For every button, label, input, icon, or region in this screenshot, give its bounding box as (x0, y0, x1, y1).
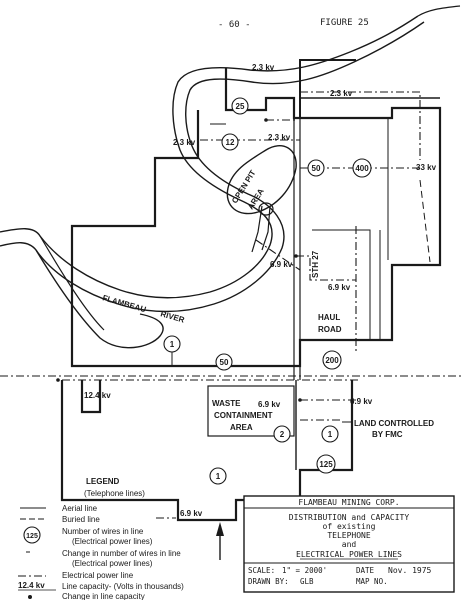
property-boundary (224, 68, 442, 368)
telephone-lines (171, 118, 389, 366)
map-no-label: MAP NO. (356, 577, 388, 586)
river-channel (39, 235, 105, 331)
page-number: - 60 - (218, 20, 251, 30)
buried-line (419, 179, 431, 263)
wire-count: 1 (328, 430, 333, 439)
wire-count: 400 (355, 164, 369, 173)
kv-label: 2.3 kv (173, 138, 196, 147)
kv-label: 6.9 kv (270, 260, 293, 269)
kv-label: 6.9 kv (350, 397, 373, 406)
legend-wire-circle (23, 526, 41, 544)
kv-label: 2.3 kv (330, 89, 353, 98)
waste-label-2: CONTAINMENT (214, 411, 273, 420)
wire-count: 12 (226, 138, 235, 147)
haul-road-label: HAUL (318, 313, 340, 322)
scale-label: SCALE: (248, 566, 275, 575)
kv-label: 2.3 kv (252, 63, 275, 72)
date-label: DATE (356, 566, 375, 575)
wire-count: 25 (236, 102, 245, 111)
river-label-2: RIVER (159, 309, 185, 324)
title-company: FLAMBEAU MINING CORP. (298, 498, 399, 507)
wire-count: 1 (216, 472, 221, 481)
legend-capacity: Line capacity- (Volts in thousands) (62, 582, 184, 591)
legend-change-wires: Change in number of wires in line (62, 549, 181, 558)
wire-count: 2 (280, 430, 285, 439)
legend-wire-sample: 125 (26, 533, 38, 540)
legend-wires-note: (Electrical power lines) (72, 537, 153, 546)
property-boundary-west (70, 110, 242, 368)
drawn-label: DRAWN BY: (248, 577, 289, 586)
kv-label: 6.9 kv (258, 400, 281, 409)
legend-capacity-change: Change in line capacity (62, 592, 145, 600)
land-label-2: BY FMC (372, 430, 403, 439)
boundary-notch (80, 380, 102, 414)
waste-label: WASTE (212, 399, 241, 408)
wire-count: 200 (325, 356, 339, 365)
title-line4: and (342, 540, 357, 549)
land-label: LAND CONTROLLED (354, 419, 434, 428)
figure-label: FIGURE 25 (320, 18, 369, 28)
legend-wires: Number of wires in line (62, 527, 144, 536)
scale-value: 1" = 2000' (282, 566, 327, 575)
waste-area-box (207, 385, 295, 437)
legend-change-note: (Electrical power lines) (72, 559, 153, 568)
wire-count: 1 (170, 340, 175, 349)
wire-count-markers (163, 97, 372, 485)
title-line3: TELEPHONE (327, 531, 371, 540)
river-label: FLAMBEAU (101, 293, 147, 314)
highway-label: STH 27 (311, 250, 320, 278)
waste-label-3: AREA (230, 423, 253, 432)
date-value: Nov. 1975 (388, 566, 432, 575)
title-line5: ELECTRICAL POWER LINES (296, 550, 402, 559)
kv-label: 33 kv (416, 163, 437, 172)
wire-count: 125 (319, 460, 333, 469)
kv-label: 12.4 kv (84, 391, 111, 400)
drawn-value: GLB (300, 577, 314, 586)
river-upper (0, 15, 419, 299)
legend-power: Electrical power line (62, 571, 134, 580)
title-block (243, 495, 455, 593)
wire-count: 50 (220, 358, 229, 367)
kv-label: 2.3 kv (268, 133, 291, 142)
legend-capacity-sample: 12.4 kv (18, 581, 45, 590)
haul-road-label-2: ROAD (318, 325, 342, 334)
wire-count: 50 (312, 164, 321, 173)
open-pit-area-label: AREA (246, 187, 266, 211)
legend-subtitle: (Telephone lines) (84, 489, 145, 498)
legend-change-dot (28, 595, 32, 599)
north-arrow-icon (216, 522, 224, 536)
river-mouth (35, 249, 164, 349)
river-east (417, 5, 461, 17)
legend-buried: Buried line (62, 515, 100, 524)
kv-label: 6.9 kv (328, 283, 351, 292)
legend-title: LEGEND (86, 477, 120, 486)
legend-aerial: Aerial line (62, 504, 98, 513)
title-line2: of existing (323, 522, 376, 531)
capacity-change-dots (56, 118, 302, 402)
legend-kv-sample: 6.9 kv (180, 509, 203, 518)
pit-sump (258, 202, 274, 216)
title-line1: DISTRIBUTION and CAPACITY (289, 513, 410, 522)
river-lower (0, 21, 425, 313)
